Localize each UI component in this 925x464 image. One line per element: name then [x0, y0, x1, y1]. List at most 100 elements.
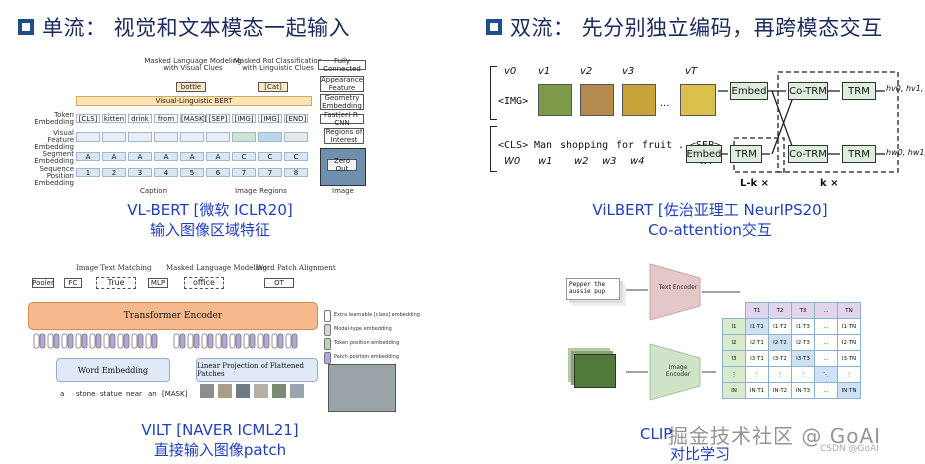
- left-header-text: 单流： 视觉和文本模态一起输入: [42, 16, 351, 40]
- clip-cell: I2·T1: [745, 334, 769, 351]
- clip-cell: ...: [814, 350, 838, 367]
- clip-t-header: T3: [791, 302, 815, 319]
- clip-cell: ⋮: [768, 366, 792, 383]
- vlbert-backbone: Visual-Linguistic BERT: [76, 96, 312, 106]
- clip-caption-desc: 对比学习: [670, 445, 731, 463]
- vlbert-token: [SEP]: [206, 114, 230, 123]
- vilt-fc: FC: [64, 278, 82, 288]
- clip-cell: IN·T3: [791, 382, 815, 399]
- clip-cell: IN·TN: [837, 382, 861, 399]
- vilbert-k: k ×: [820, 178, 839, 189]
- vilbert-embed-top: Embed: [730, 82, 768, 100]
- vlbert-token: from: [154, 114, 178, 123]
- vilbert-cls-token: <CLS>: [498, 140, 529, 151]
- vilt-patch: [272, 384, 286, 398]
- vlbert-roi-label: Masked RoI Classification with Linguisti…: [233, 57, 323, 72]
- vilt-legend-item: Extra learnable [class] embedding: [334, 312, 420, 318]
- vlbert-row-label-segment: Segment Embedding: [34, 150, 74, 165]
- clip-cell: ⋮: [791, 366, 815, 383]
- vlbert-segment: A: [206, 152, 230, 161]
- vilt-ot: OT: [264, 278, 294, 288]
- vilt-patch: [236, 384, 250, 398]
- clip-i-header: I1: [722, 318, 746, 335]
- vilbert-v0: v0: [504, 66, 517, 77]
- vilt-word: statue: [100, 390, 123, 398]
- vlbert-position: 7: [258, 168, 282, 177]
- vilbert-caption-title: ViLBERT [佐治亚理工 NeurIPS20]: [592, 201, 828, 219]
- vilbert-w-label: w3: [602, 156, 617, 167]
- clip-t-header: T2: [768, 302, 792, 319]
- clip-caption-title: CLIP: [640, 425, 673, 443]
- watermark: 掘金技术社区 @ GoAI: [668, 424, 882, 448]
- clip-cell: ⋮: [837, 366, 861, 383]
- vilt-word: an: [148, 390, 157, 398]
- vilbert-embed-bottom: Embed: [686, 145, 722, 163]
- right-header: 双流： 先分别独立编码，再跨模态交互: [486, 12, 883, 42]
- clip-cell: I3·TN: [837, 350, 861, 367]
- vlbert-position: 1: [76, 168, 100, 177]
- vilbert-trm-bottom: TRM: [842, 145, 876, 163]
- vlbert-diagram: Masked Language Modeling with Visual Clu…: [30, 56, 370, 198]
- vilt-office: office: [184, 277, 224, 289]
- vilbert-v2: v2: [580, 66, 593, 77]
- vlbert-token: [END]: [284, 114, 308, 123]
- clip-cell: ...: [814, 334, 838, 351]
- clip-cell: I2·T3: [791, 334, 815, 351]
- vlbert-segment: C: [258, 152, 282, 161]
- vilbert-w-label: W0: [504, 156, 521, 167]
- clip-cell: I1·T3: [791, 318, 815, 335]
- vlbert-regions-group: Image Regions: [235, 187, 287, 195]
- vilt-caption-desc: 直接输入图像patch: [153, 441, 287, 459]
- clip-i-header: ⋮: [722, 366, 746, 383]
- clip-t-header: T1: [745, 302, 769, 319]
- vilbert-caption: ViLBERT [佐治亚理工 NeurIPS20] Co-attention交互: [545, 200, 875, 240]
- vilt-linear-proj: Linear Projection of Flattened Patches: [196, 358, 318, 382]
- vlbert-position: 8: [284, 168, 308, 177]
- vlbert-out-cat: [Cat]: [258, 82, 288, 92]
- clip-i-header: I3: [722, 350, 746, 367]
- vlbert-position: 3: [128, 168, 152, 177]
- vilbert-trm-top: TRM: [842, 82, 876, 100]
- vlbert-appearance: Appearance Feature: [320, 76, 364, 92]
- vilt-caption-title: VILT [NAVER ICML21]: [141, 421, 299, 439]
- clip-text-sample: Pepper the aussie pup: [566, 278, 620, 300]
- clip-text-encoder: Text Encoder: [658, 284, 698, 291]
- vlbert-fully-connected: Fully Connected: [318, 57, 366, 73]
- vlbert-zero-out: Zero Out: [327, 157, 357, 173]
- vilbert-region-thumb: [622, 84, 656, 116]
- clip-cell: I1·TN: [837, 318, 861, 335]
- vilt-patch: [200, 384, 214, 398]
- vilbert-region-thumb: [538, 84, 572, 116]
- vlbert-token: [CLS]: [76, 114, 100, 123]
- square-bullet-icon: [486, 19, 502, 35]
- vilt-word: stone: [76, 390, 96, 398]
- vilbert-v1: v1: [538, 66, 551, 77]
- vlbert-position: 2: [102, 168, 126, 177]
- clip-cell: ...: [814, 382, 838, 399]
- vlbert-segment: A: [128, 152, 152, 161]
- vilt-mlm-label: Masked Language Modeling: [166, 264, 267, 272]
- clip-cell: IN·T2: [768, 382, 792, 399]
- clip-cell: I3·T2: [768, 350, 792, 367]
- vilbert-img-token: <IMG>: [498, 96, 529, 107]
- vilt-legend-item: Patch position embedding: [334, 354, 399, 360]
- clip-image-sample: [574, 354, 616, 388]
- vilt-caption: VILT [NAVER ICML21] 直接输入图像patch: [70, 420, 370, 460]
- vilt-patch: [218, 384, 232, 398]
- vlbert-position: 6: [206, 168, 230, 177]
- clip-cell: I3·T1: [745, 350, 769, 367]
- vilbert-w-label: w2: [574, 156, 589, 167]
- watermark-small: CSDN @GoAI: [820, 444, 879, 454]
- vlbert-caption: VL-BERT [微软 ICLR20] 输入图像区域特征: [60, 200, 360, 240]
- vilbert-trm-bottom-first: TRM: [730, 145, 762, 163]
- clip-i-header: I2: [722, 334, 746, 351]
- vlbert-image-thumb: Zero Out: [320, 148, 366, 186]
- vilt-encoder: Transformer Encoder: [28, 302, 318, 330]
- clip-cell: ⋱: [814, 366, 838, 383]
- vlbert-row-label-position: Sequence Position Embedding: [34, 165, 74, 187]
- vilt-itm-label: Image Text Matching: [76, 264, 152, 272]
- vilbert-out-bottom: hw0, hw1, ..., hwT: [886, 148, 925, 157]
- vlbert-position: 7: [232, 168, 256, 177]
- clip-diagram: Pepper the aussie pup Text Encoder Image…: [560, 262, 890, 420]
- clip-image-encoder: Image Encoder: [665, 364, 691, 378]
